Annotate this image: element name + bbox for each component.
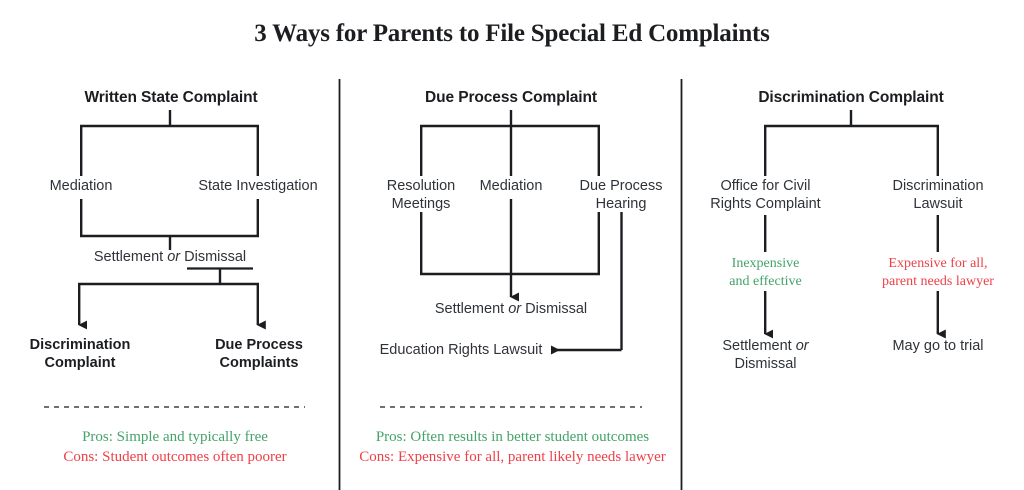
proscons-written-state-complaint: Pros: Simple and typically free Cons: St…: [10, 427, 340, 468]
node-due-process-hearing: Due Process Hearing: [579, 178, 663, 212]
column-header-discrimination-complaint: Discrimination Complaint: [758, 89, 944, 106]
settlement-text: Settlement: [93, 249, 168, 265]
node-mediation-c1: Mediation: [49, 178, 113, 194]
or-text-c3: or: [795, 338, 809, 354]
pros-text-c1: Pros: Simple and typically free: [82, 429, 268, 445]
proscons-due-process-complaint: Pros: Often results in better student ou…: [345, 427, 680, 468]
note-expensive-needs-lawyer: Expensive for all, parent needs lawyer: [882, 256, 994, 289]
node-may-go-to-trial: May go to trial: [892, 338, 984, 354]
dismissal-text-c2: Dismissal: [521, 301, 588, 317]
node-mediation-c2: Mediation: [479, 178, 543, 194]
cons-text-c1: Cons: Student outcomes often poorer: [63, 449, 287, 466]
column-header-written-state-complaint: Written State Complaint: [84, 89, 258, 106]
dismissal-text-c3: Dismissal: [734, 355, 797, 372]
cons-text-c2: Cons: Expensive for all, parent likely n…: [359, 449, 666, 466]
node-discrimination-lawsuit: Discrimination Lawsuit: [892, 178, 984, 212]
node-settlement-or-dismissal-c3: Settlement or Dismissal: [697, 338, 834, 373]
dismissal-text: Dismissal: [180, 249, 247, 265]
settlement-text-c2: Settlement: [434, 301, 509, 317]
node-state-investigation: State Investigation: [198, 178, 318, 194]
node-settlement-or-dismissal-c2: Settlement or Dismissal: [401, 301, 621, 319]
column-header-due-process-complaint: Due Process Complaint: [425, 89, 597, 106]
settlement-text-c3: Settlement: [722, 338, 796, 354]
node-office-for-civil-rights-complaint: Office for Civil Rights Complaint: [710, 178, 821, 212]
node-due-process-complaints-outcome: Due Process Complaints: [215, 337, 303, 371]
node-settlement-or-dismissal-c1: Settlement or Dismissal: [60, 249, 280, 267]
node-resolution-meetings: Resolution Meetings: [386, 178, 456, 212]
note-inexpensive-and-effective: Inexpensive and effective: [729, 256, 802, 289]
or-text: or: [167, 249, 181, 265]
node-education-rights-lawsuit: Education Rights Lawsuit: [379, 342, 543, 358]
node-discrimination-complaint-outcome: Discrimination Complaint: [29, 337, 131, 371]
page-title: 3 Ways for Parents to File Special Ed Co…: [254, 20, 770, 47]
pros-text-c2: Pros: Often results in better student ou…: [375, 429, 650, 445]
or-text-c2: or: [508, 301, 522, 317]
